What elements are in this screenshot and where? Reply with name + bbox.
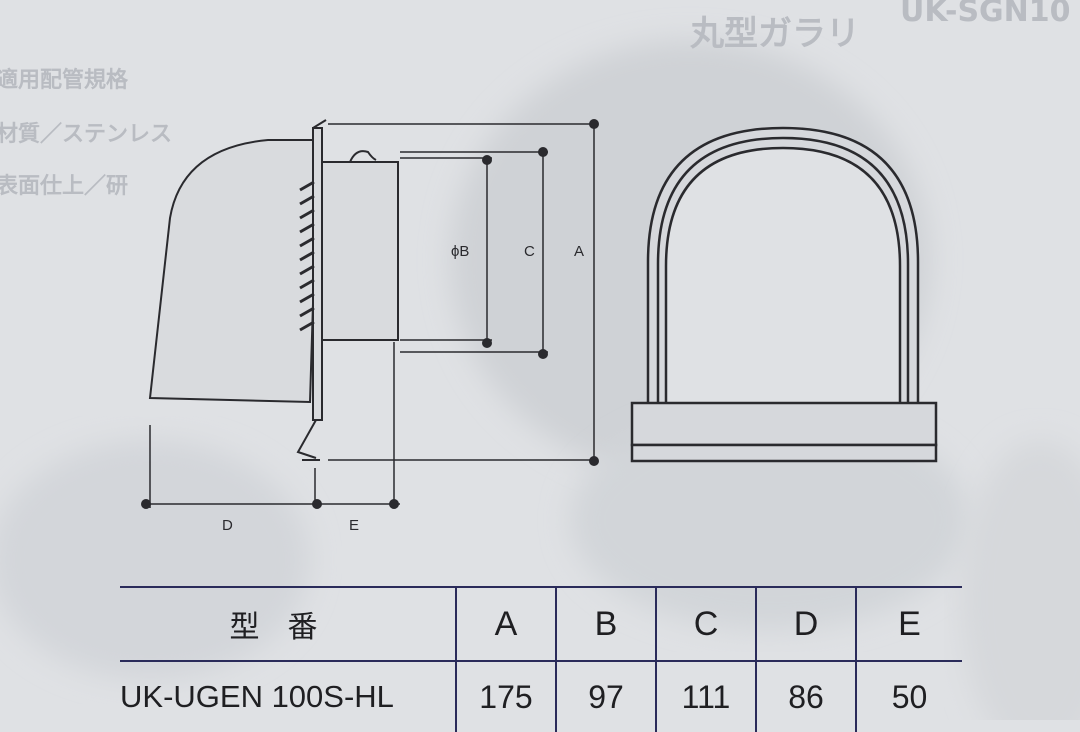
value-e: 50 xyxy=(855,661,962,732)
duct-clip xyxy=(349,150,377,163)
flange-plate xyxy=(312,127,323,421)
value-b: 97 xyxy=(555,661,656,732)
model-cell: UK-UGEN 100S-HL xyxy=(120,679,394,714)
front-view xyxy=(630,126,938,463)
flange-tail xyxy=(296,419,317,459)
bleed-line-3: 表面仕上／研 xyxy=(0,174,129,199)
col-header-e: E xyxy=(855,587,962,661)
label-d: D xyxy=(222,517,233,534)
bleed-line-2: 材質／ステンレス xyxy=(0,122,173,147)
hood-outline xyxy=(148,139,320,404)
model-header: 型番 xyxy=(229,610,346,645)
arch-middle xyxy=(656,136,910,403)
duct-body xyxy=(321,161,399,341)
col-header-b: B xyxy=(555,587,656,661)
spec-table: 型番 A B C D E UK-UGEN 100S-HL 175 97 111 … xyxy=(120,586,962,732)
value-a: 175 xyxy=(455,661,556,732)
col-header-a: A xyxy=(455,587,556,661)
value-c: 111 xyxy=(655,661,756,732)
bleed-code-text: UK-SGN10 xyxy=(900,0,1071,29)
dimension-dots xyxy=(141,119,599,509)
label-a: A xyxy=(574,243,585,260)
label-c: C xyxy=(524,243,535,260)
bleed-title-text: 丸型ガラリ xyxy=(690,14,860,54)
label-e: E xyxy=(349,517,360,534)
arch-inner xyxy=(664,146,902,403)
label-phi-b: ϕB xyxy=(451,243,470,260)
bleed-line-1: 適用配管規格 xyxy=(0,68,129,93)
col-header-d: D xyxy=(755,587,856,661)
table-row: UK-UGEN 100S-HL 175 97 111 86 50 xyxy=(120,661,962,732)
col-header-c: C xyxy=(655,587,756,661)
front-base-bottom xyxy=(630,443,938,463)
spec-table-header-row: 型番 A B C D E xyxy=(120,587,962,661)
front-base-top xyxy=(630,401,938,447)
value-d: 86 xyxy=(755,661,856,732)
louver-slats xyxy=(299,180,315,332)
side-view xyxy=(144,119,598,508)
